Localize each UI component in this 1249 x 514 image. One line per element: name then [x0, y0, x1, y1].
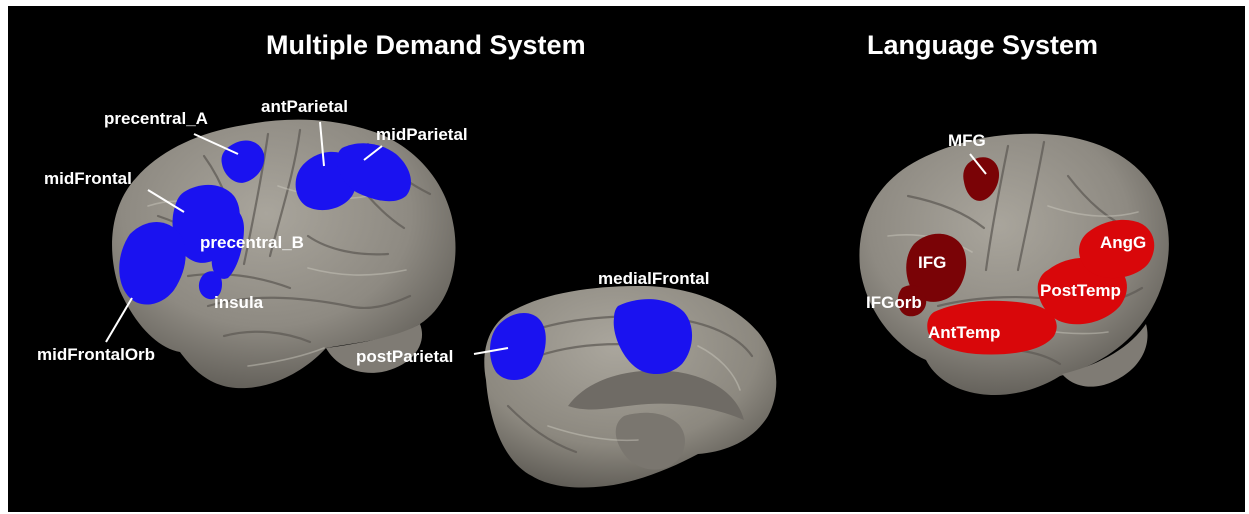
- label-anttemp: AntTemp: [928, 323, 1000, 342]
- label-ifg: IFG: [918, 253, 946, 272]
- label-midparietal: midParietal: [376, 125, 468, 144]
- label-antparietal: antParietal: [261, 97, 348, 116]
- leader-midfrontalorb: [106, 298, 132, 342]
- label-midfrontalorb: midFrontalOrb: [37, 345, 155, 364]
- label-posttemp: PostTemp: [1040, 281, 1121, 300]
- brain-figure: precentral_A antParietal midParietal mid…: [8, 6, 1245, 512]
- label-midfrontal: midFrontal: [44, 169, 132, 188]
- language-lateral-brain: [859, 134, 1168, 395]
- label-precentral-a: precentral_A: [104, 109, 208, 128]
- figure-panel: Multiple Demand System Language System: [8, 6, 1245, 512]
- label-ifgorb: IFGorb: [866, 293, 922, 312]
- label-medialfrontal: medialFrontal: [598, 269, 709, 288]
- label-angg: AngG: [1100, 233, 1146, 252]
- label-precentral-b: precentral_B: [200, 233, 304, 252]
- label-insula: insula: [214, 293, 264, 312]
- md-medial-brain: [484, 286, 776, 488]
- label-mfg: MFG: [948, 131, 986, 150]
- label-postparietal: postParietal: [356, 347, 453, 366]
